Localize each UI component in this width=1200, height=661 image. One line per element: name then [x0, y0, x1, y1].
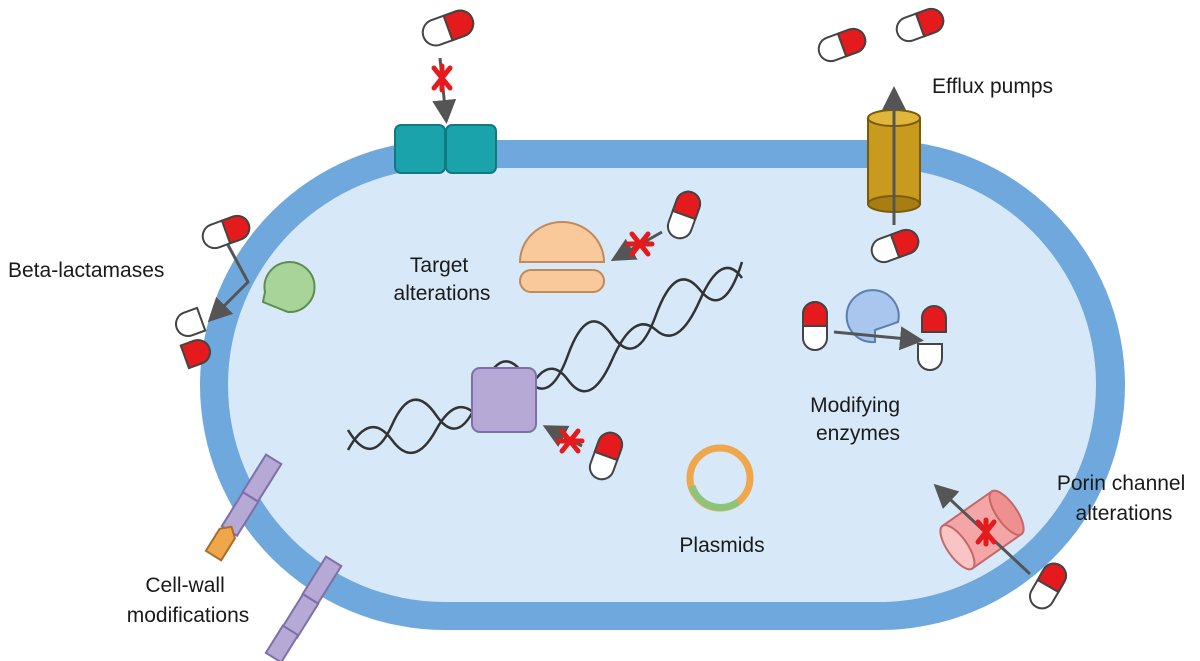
modification-arrow	[833, 326, 924, 351]
target-protein	[518, 221, 606, 293]
antibiotic-capsule	[870, 228, 920, 264]
label-modifying-enzymes: Modifying enzymes	[810, 394, 906, 445]
beta-lactamase-arrow	[207, 244, 250, 323]
broken-capsule-half	[921, 305, 947, 333]
bacterial-cytoplasm	[228, 168, 1096, 602]
antibiotic-capsule	[802, 301, 828, 351]
dna-helix	[346, 261, 744, 455]
plasmid	[686, 444, 754, 512]
label-efflux-pumps: Efflux pumps	[932, 75, 1053, 98]
antibiotic-capsule	[895, 7, 945, 43]
inhibition-cross	[555, 428, 585, 454]
membrane-receptor	[394, 124, 497, 174]
dna-binding-protein	[471, 367, 537, 433]
broken-capsule-half	[175, 306, 207, 337]
inhibition-cross	[625, 231, 655, 257]
label-porin-channel-alterations: Porin channel alterations	[1057, 472, 1191, 525]
antibiotic-capsule	[588, 431, 624, 481]
inhibition-cross	[975, 517, 997, 547]
label-plasmids: Plasmids	[679, 534, 764, 557]
beta-lactamase-enzyme	[261, 261, 316, 314]
label-beta-lactamases: Beta-lactamases	[8, 259, 164, 282]
antibiotic-capsule	[201, 214, 251, 250]
antibiotic-capsule	[1029, 562, 1067, 610]
modifying-enzyme	[845, 289, 900, 344]
inhibition-cross	[431, 63, 453, 93]
label-target-alterations: Target alterations	[394, 254, 491, 305]
label-cell-wall-modifications: Cell-wall modifications	[127, 574, 250, 627]
broken-capsule-half	[179, 339, 211, 370]
antibiotic-capsule	[421, 9, 475, 47]
broken-capsule-half	[917, 343, 943, 371]
peptidoglycan-chain	[264, 555, 343, 661]
antibiotic-capsule	[817, 27, 867, 63]
antibiotic-capsule	[666, 190, 702, 240]
peptidoglycan-chain	[204, 453, 283, 562]
